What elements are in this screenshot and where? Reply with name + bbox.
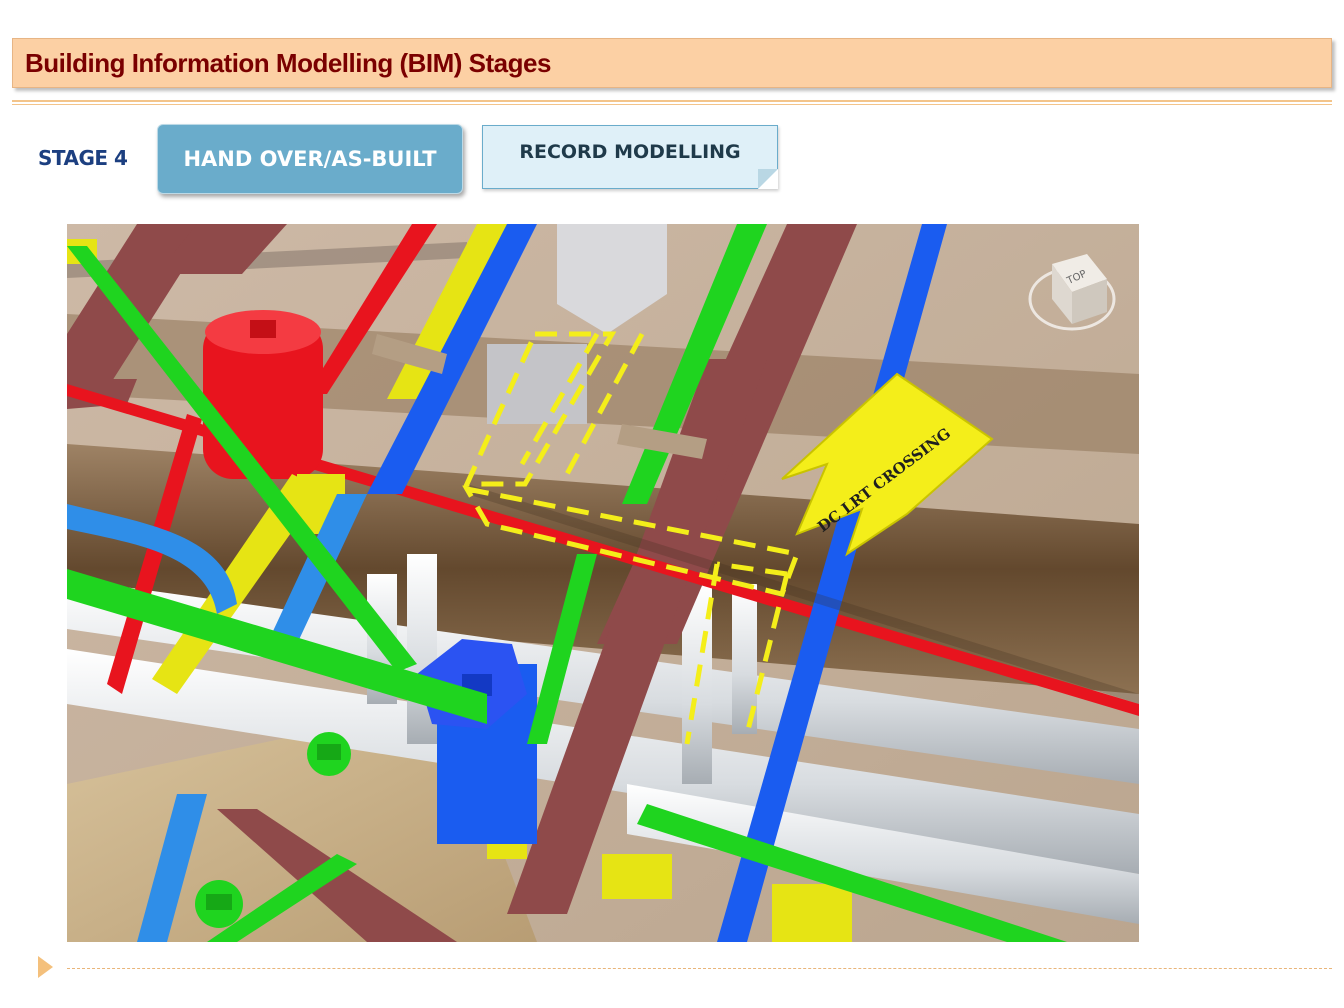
tab-hand-over-as-built[interactable]: HAND OVER/AS-BUILT: [157, 124, 463, 194]
page-fold-icon: [758, 169, 778, 189]
red-pipe-left: [107, 414, 202, 694]
header-divider-thin: [12, 104, 1332, 105]
white-pipe-riser-4: [732, 584, 757, 734]
red-valve-cap: [250, 320, 276, 338]
footer-divider: [67, 968, 1332, 969]
stage-label: STAGE 4: [38, 146, 128, 170]
header-divider: [12, 100, 1332, 102]
green-pipe-diagonal: [67, 246, 417, 672]
green-pipe-bottom-left: [207, 854, 357, 942]
light-blue-bend: [67, 504, 237, 614]
light-blue-pipe: [267, 494, 367, 644]
grey-junction-box-lower: [487, 344, 587, 424]
yellow-pipe-left: [152, 474, 322, 694]
red-pipe-diagonal: [307, 224, 437, 394]
cable-tray-2: [617, 424, 707, 459]
blue-pipe-diagonal: [367, 224, 537, 494]
green-pipe-left: [67, 569, 487, 724]
highlight-dashed-outline: [462, 331, 801, 745]
bim-scene-svg: DC LRT CROSSING TOP: [67, 224, 1139, 942]
green-pipe-bottom: [637, 804, 1067, 942]
yellow-block-bottom: [602, 854, 672, 899]
bim-point-cloud-scene: DC LRT CROSSING TOP: [67, 224, 1139, 942]
title-bar: Building Information Modelling (BIM) Sta…: [12, 38, 1332, 88]
cable-tray-1: [372, 334, 447, 374]
green-valve-2-cap: [206, 894, 232, 910]
grey-junction-box: [557, 224, 667, 334]
callout-arrow-icon: [781, 372, 994, 557]
green-pipe-mid: [527, 554, 597, 744]
yellow-block-corner: [772, 884, 852, 942]
page-title: Building Information Modelling (BIM) Sta…: [25, 48, 551, 78]
green-valve-1-cap: [317, 744, 341, 760]
brown-beam-4: [507, 359, 767, 914]
sand-mound: [67, 704, 537, 942]
light-blue-pipe-bottom: [137, 794, 207, 942]
tab-record-modelling-label: RECORD MODELLING: [519, 141, 741, 163]
triangle-bullet-icon: [38, 956, 53, 978]
soil-shadow: [467, 484, 1139, 704]
brown-beam-2: [157, 224, 287, 274]
viewcube-icon[interactable]: TOP: [1028, 254, 1116, 331]
tab-record-modelling[interactable]: RECORD MODELLING: [482, 125, 778, 189]
